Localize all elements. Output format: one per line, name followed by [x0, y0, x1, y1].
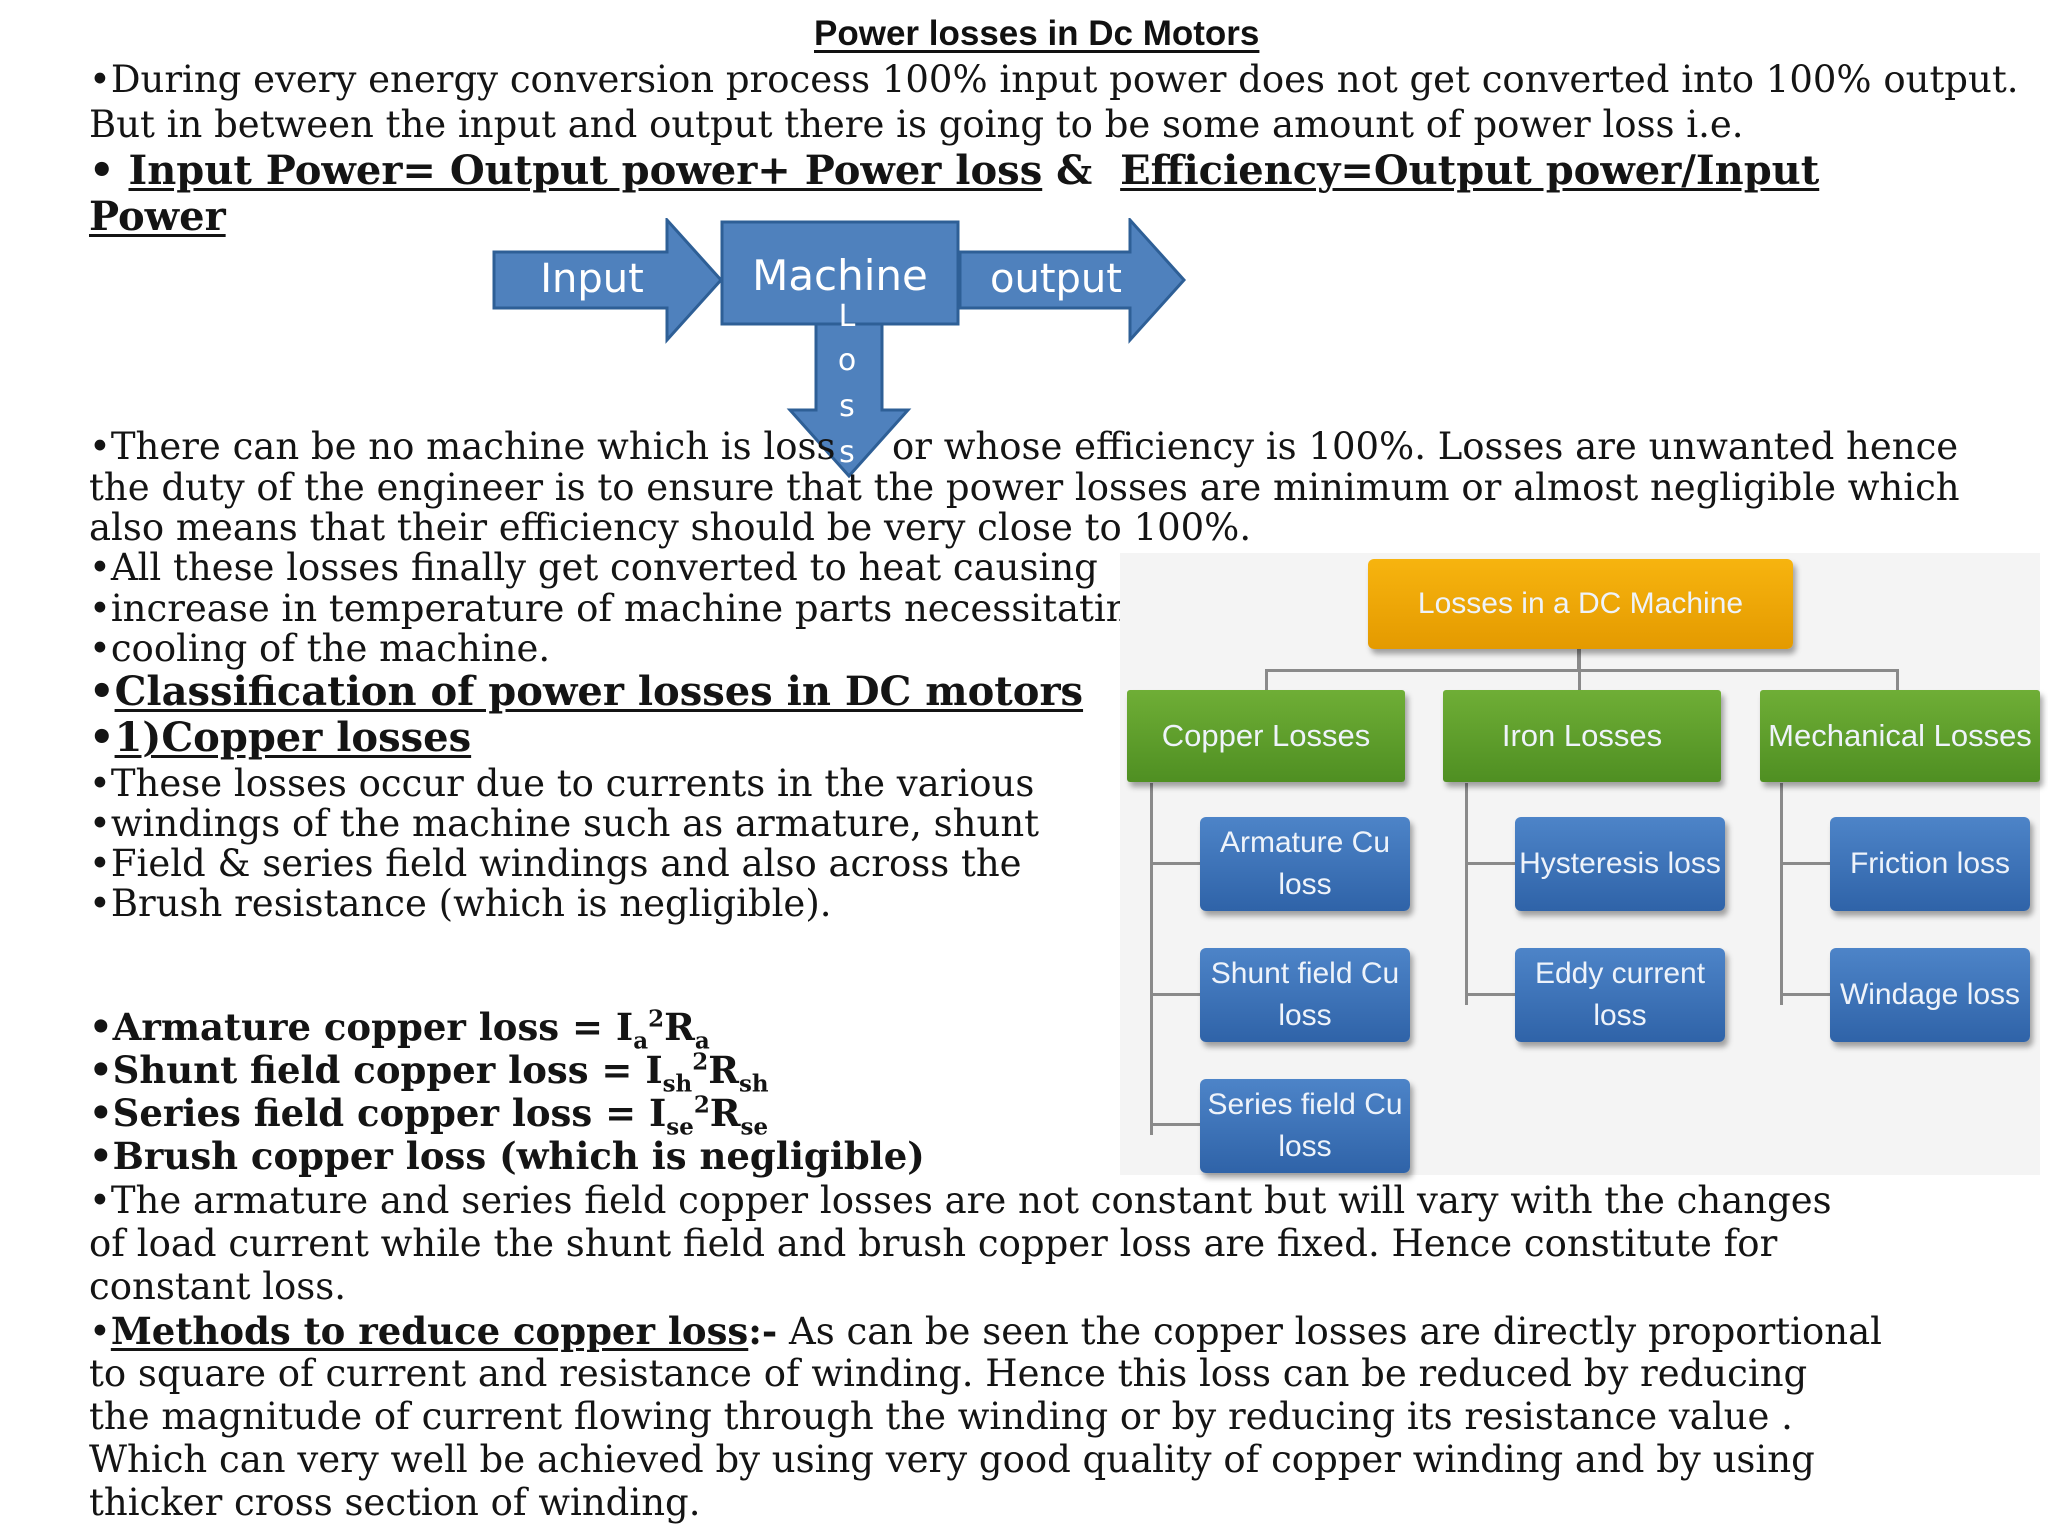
- copper-drop: [1265, 669, 1268, 693]
- loss-letter-3: s: [839, 389, 855, 424]
- methods-line-1: •Methods to reduce copper loss:- As can …: [89, 1309, 1882, 1353]
- heat-line-1: •All these losses finally get converted …: [89, 546, 1098, 589]
- heat-line-2: •increase in temperature of machine part…: [89, 587, 1154, 630]
- methods-heading: Methods to reduce copper loss: [110, 1309, 749, 1353]
- mechanical-branch: [1780, 783, 1783, 1005]
- friction-loss-node: Friction loss: [1830, 817, 2030, 911]
- shunt-tick: [1150, 993, 1222, 996]
- windage-tick: [1780, 993, 1842, 996]
- eddy-current-loss-node: Eddy current loss: [1515, 948, 1725, 1042]
- heat-line-3: •cooling of the machine.: [89, 627, 551, 670]
- series-tick: [1150, 1123, 1222, 1126]
- power-flow-diagram: Input output Machine L o s s: [492, 218, 1187, 478]
- variation-line-1: •The armature and series field copper lo…: [89, 1179, 1832, 1222]
- root-connector: [1577, 643, 1581, 671]
- power-formula-line: • Input Power= Output power+ Power loss …: [89, 149, 1819, 193]
- intro-line-1: •During every energy conversion process …: [89, 58, 2019, 101]
- methods-line-4: Which can very well be achieved by using…: [89, 1438, 1815, 1481]
- formula-bullet: •: [89, 147, 129, 194]
- loss-letter-1: L: [839, 299, 856, 334]
- machine-box: [720, 220, 960, 326]
- shunt-loss-formula: •Shunt field copper loss = Ish2Rsh: [89, 1048, 769, 1098]
- copper-heading: •1)Copper losses: [89, 714, 472, 761]
- page-title: Power losses in Dc Motors: [814, 14, 1260, 53]
- methods-line-5: thicker cross section of winding.: [89, 1481, 701, 1524]
- armature-tick: [1150, 862, 1222, 865]
- variation-line-2: of load current while the shunt field an…: [89, 1222, 1778, 1265]
- series-loss-formula: •Series field copper loss = Ise2Rse: [89, 1091, 769, 1141]
- copper-losses-node: Copper Losses: [1127, 690, 1405, 782]
- shunt-field-cu-loss-node: Shunt field Cu loss: [1200, 948, 1410, 1042]
- efficiency-formula-cont: Power: [89, 193, 226, 240]
- para2-line-3: also means that their efficiency should …: [89, 506, 1252, 549]
- loss-letter-2: o: [838, 343, 856, 378]
- iron-losses-node: Iron Losses: [1443, 690, 1721, 782]
- copper-heading-text: 1)Copper losses: [114, 714, 472, 761]
- armature-loss-formula: •Armature copper loss = Ia2Ra: [89, 1005, 710, 1055]
- iron-branch: [1465, 783, 1468, 1005]
- machine-label: Machine: [752, 251, 928, 300]
- methods-line-3: the magnitude of current flowing through…: [89, 1395, 1793, 1438]
- para2-line-1b: or whose efficiency is 100%. Losses are …: [892, 425, 1959, 468]
- output-arrow: [958, 218, 1187, 344]
- input-arrow: [492, 218, 724, 344]
- input-power-formula: Input Power= Output power+ Power loss: [128, 147, 1043, 194]
- output-label: output: [990, 256, 1122, 302]
- copper-desc-2: •windings of the machine such as armatur…: [89, 802, 1040, 845]
- root-node: Losses in a DC Machine: [1368, 559, 1793, 649]
- classification-heading: •Classification of power losses in DC mo…: [89, 668, 1084, 715]
- friction-tick: [1780, 862, 1842, 865]
- intro-line-2: But in between the input and output ther…: [89, 103, 1744, 146]
- variation-line-3: constant loss.: [89, 1265, 347, 1308]
- eddy-tick: [1465, 993, 1527, 996]
- copper-desc-4: •Brush resistance (which is negligible).: [89, 882, 832, 925]
- loss-arrow: [786, 322, 912, 478]
- iron-drop: [1578, 669, 1581, 693]
- ampersand: &: [1042, 147, 1107, 194]
- para2-line-1a: •There can be no machine which is loss: [89, 425, 836, 468]
- methods-line-2: to square of current and resistance of w…: [89, 1352, 1808, 1395]
- efficiency-formula: Efficiency=Output power/Input: [1120, 147, 1820, 194]
- armature-cu-loss-node: Armature Cu loss: [1200, 817, 1410, 911]
- mechanical-drop: [1896, 669, 1899, 693]
- input-label: Input: [540, 256, 644, 302]
- classification-heading-text: Classification of power losses in DC mot…: [114, 668, 1084, 715]
- series-field-cu-loss-node: Series field Cu loss: [1200, 1079, 1410, 1173]
- brush-loss-formula: •Brush copper loss (which is negligible): [89, 1134, 925, 1178]
- loss-classification-chart: Losses in a DC Machine Copper Losses Iro…: [1120, 553, 2040, 1175]
- copper-desc-3: •Field & series field windings and also …: [89, 842, 1022, 885]
- para2-line-2: the duty of the engineer is to ensure th…: [89, 466, 1960, 509]
- windage-loss-node: Windage loss: [1830, 948, 2030, 1042]
- mechanical-losses-node: Mechanical Losses: [1760, 690, 2040, 782]
- loss-letter-4: s: [839, 435, 855, 470]
- copper-branch: [1150, 783, 1153, 1135]
- copper-desc-1: •These losses occur due to currents in t…: [89, 762, 1035, 805]
- top-bar-connector: [1265, 669, 1899, 672]
- hysteresis-tick: [1465, 862, 1527, 865]
- hysteresis-loss-node: Hysteresis loss: [1515, 817, 1725, 911]
